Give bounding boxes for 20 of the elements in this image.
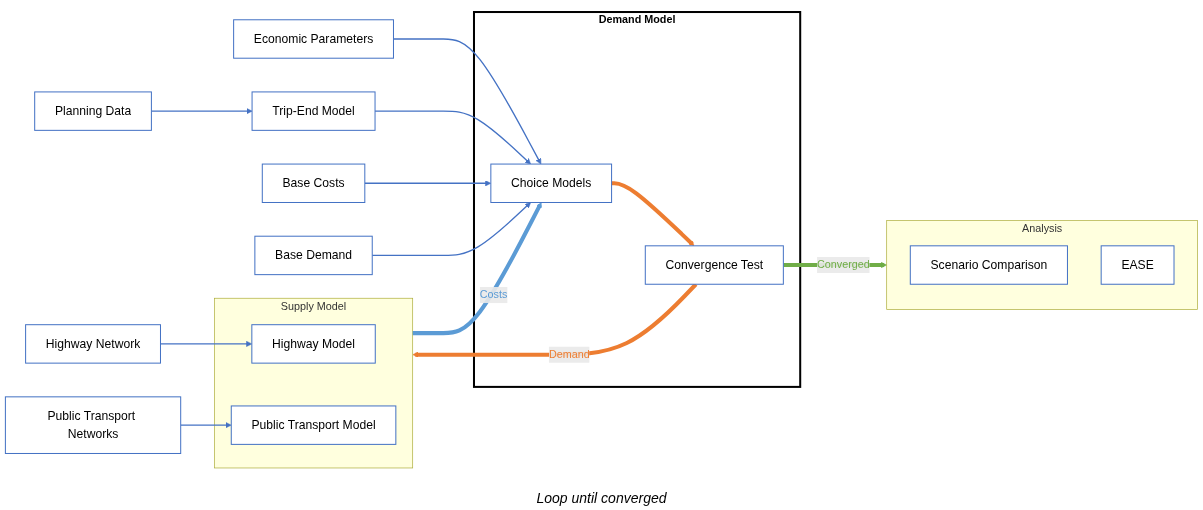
note-text: Loop until converged xyxy=(536,490,667,506)
node-box: Scenario Comparison xyxy=(909,245,1068,285)
node-box: EASE xyxy=(1100,245,1175,285)
node-box: Base Demand xyxy=(254,235,373,276)
node-box: Public Transport Networks xyxy=(4,396,182,454)
arrow xyxy=(611,181,695,247)
node-box: Convergence Test xyxy=(644,245,784,285)
edge-label: Costs xyxy=(479,288,508,301)
edge-label: Demand xyxy=(548,348,590,361)
edge-label: Converged xyxy=(817,258,870,271)
node-box: Economic Parameters xyxy=(233,19,394,59)
arrow xyxy=(180,422,232,429)
node-box: Planning Data xyxy=(34,91,152,131)
node-box: Highway Model xyxy=(251,324,376,364)
node-box: Trip-End Model xyxy=(251,91,376,131)
arrow xyxy=(412,202,542,336)
node-box: Public Transport Model xyxy=(230,405,397,445)
node-box: Base Costs xyxy=(261,163,366,203)
node-box: Choice Models xyxy=(490,163,613,203)
node-box: Highway Network xyxy=(25,324,161,364)
